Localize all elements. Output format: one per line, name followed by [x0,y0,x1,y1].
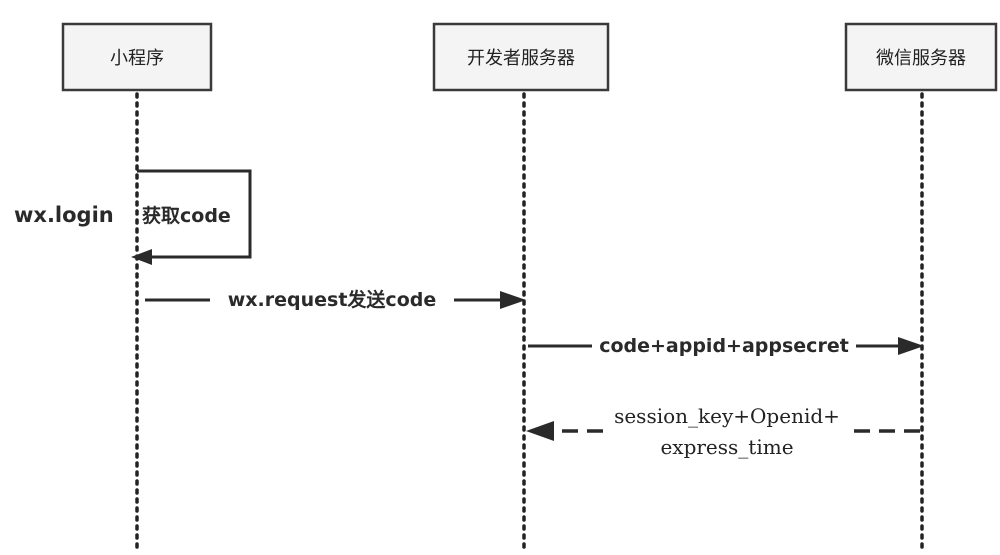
message-self-login: wx.login 获取code [14,169,252,265]
request-label: wx.request发送code [228,288,437,311]
participant-wechat-server: 微信服务器 [844,22,998,92]
participant-mini-program: 小程序 [61,22,213,92]
response-arrowhead [526,421,554,441]
participant-dev-server-label: 开发者服务器 [467,48,575,69]
message-credentials: code+appid+appsecret [528,332,924,360]
self-call-label: 获取code [142,204,231,227]
participant-wechat-server-label: 微信服务器 [876,48,966,69]
self-call-line [137,169,252,259]
response-label-line1: session_key+Openid+ [614,404,840,428]
self-call-name: wx.login [14,203,114,227]
credentials-label: code+appid+appsecret [599,335,849,357]
message-request: wx.request发送code [145,286,526,314]
request-arrowhead [500,291,526,309]
credentials-arrowhead [898,337,924,355]
response-label-line2: express_time [660,435,793,459]
message-response: session_key+Openid+ express_time [526,404,920,459]
participant-mini-program-label: 小程序 [110,48,164,69]
participant-dev-server: 开发者服务器 [432,22,610,92]
self-call-arrowhead [131,249,152,265]
